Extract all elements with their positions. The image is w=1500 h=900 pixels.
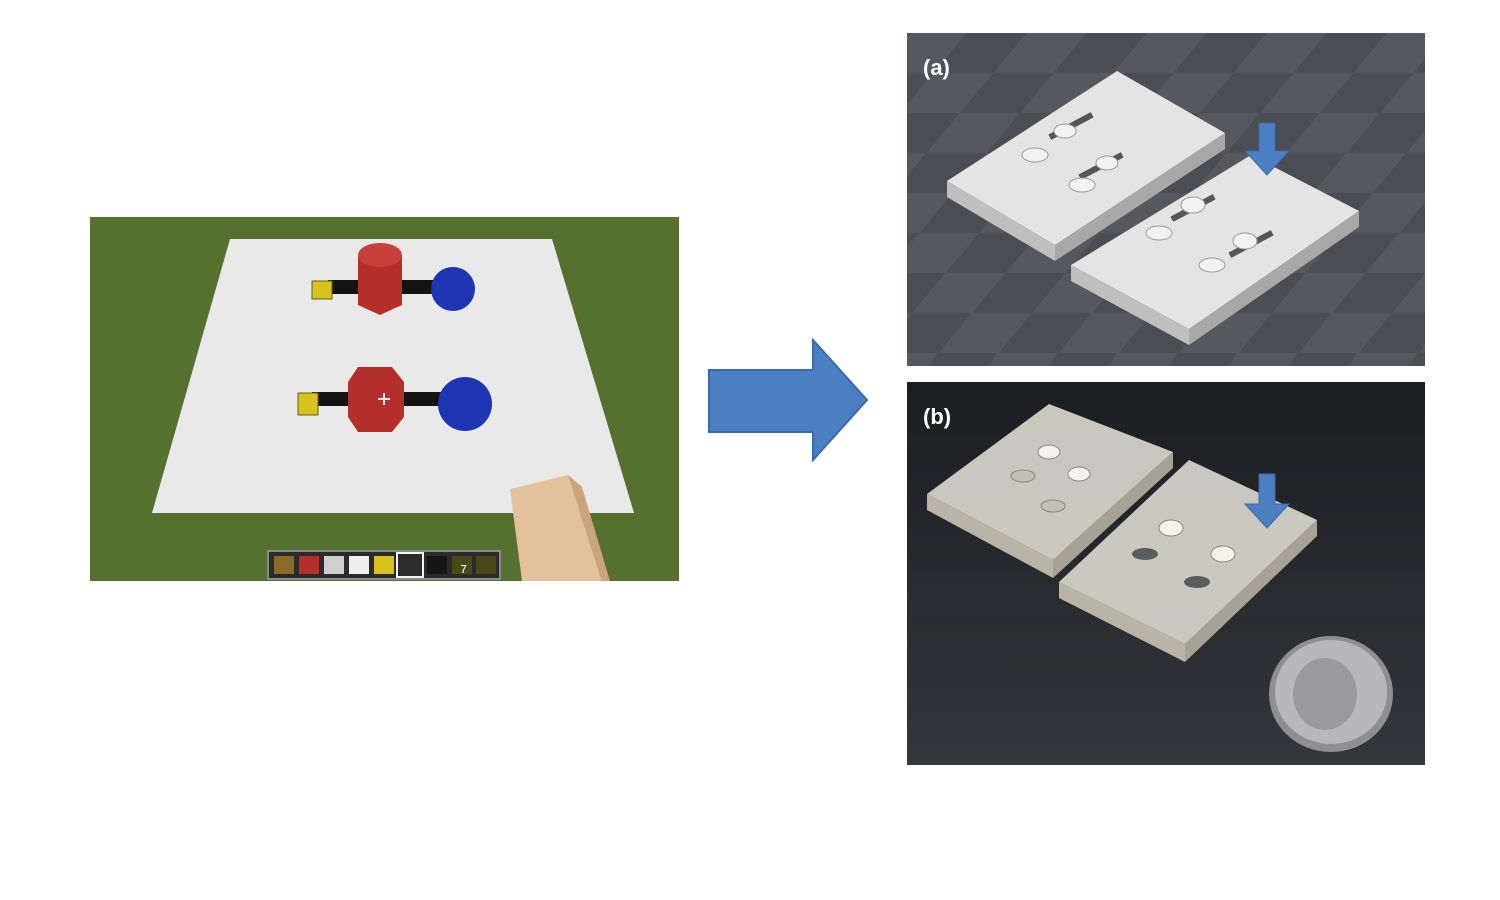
yellow-block bbox=[311, 280, 333, 300]
coin bbox=[1269, 636, 1393, 752]
panel-label-a: (a) bbox=[923, 55, 950, 80]
arrow-down-icon bbox=[1243, 473, 1291, 529]
photo-panel: (b) bbox=[907, 382, 1425, 765]
panel-label-b: (b) bbox=[923, 404, 952, 429]
blue-reservoir bbox=[431, 267, 475, 311]
hotbar-item-count: 7 bbox=[460, 563, 468, 577]
mold-right bbox=[1071, 155, 1359, 345]
mold-left bbox=[947, 71, 1225, 261]
player-hand bbox=[510, 475, 602, 581]
crosshair-icon bbox=[378, 393, 390, 405]
channel-bottom bbox=[297, 367, 492, 432]
render-panel: (a) bbox=[907, 33, 1425, 366]
yellow-block bbox=[297, 392, 319, 416]
hotbar bbox=[267, 550, 501, 580]
printed-molds-photo bbox=[907, 382, 1425, 765]
blue-reservoir bbox=[438, 377, 492, 431]
resin-mold-left bbox=[927, 404, 1173, 578]
channel-top bbox=[311, 243, 475, 315]
print-render bbox=[907, 33, 1425, 366]
arrow-down-icon bbox=[1243, 122, 1291, 176]
game-scene bbox=[90, 217, 679, 581]
red-reservoir bbox=[348, 367, 404, 432]
game-screenshot-panel: 7 bbox=[90, 217, 679, 581]
arrow-right-icon bbox=[707, 337, 871, 469]
hotbar-selected-slot bbox=[396, 552, 424, 578]
